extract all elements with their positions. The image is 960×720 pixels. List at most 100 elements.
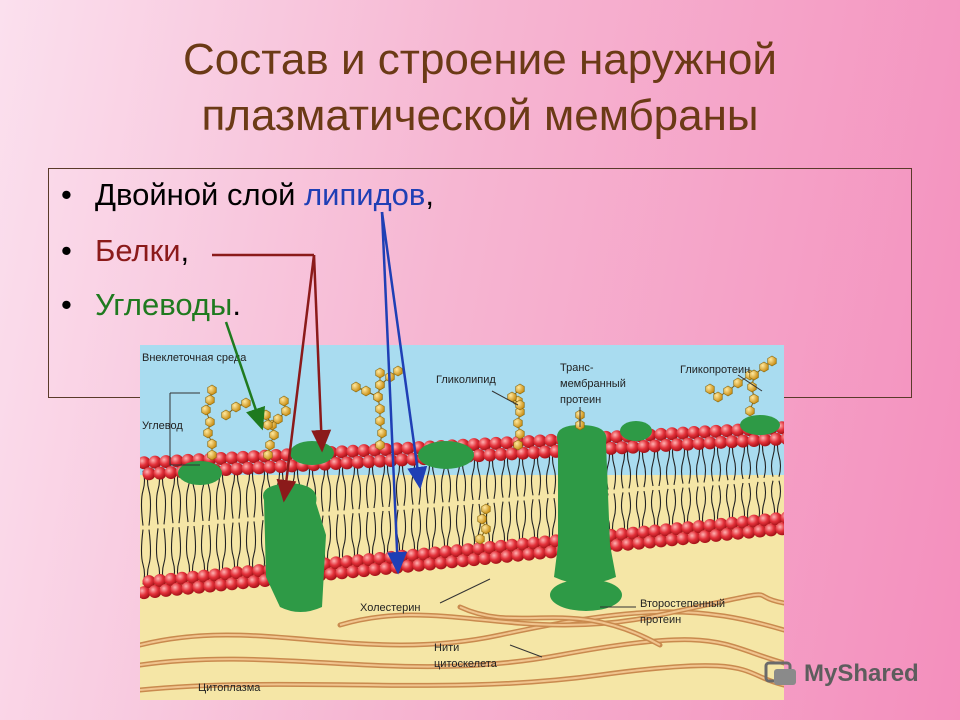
lipid-head: [676, 532, 690, 546]
lipid-head: [758, 433, 772, 447]
lipid-head: [439, 545, 453, 559]
lipid-head: [362, 455, 376, 469]
lipid-head: [709, 424, 723, 438]
lipid-head: [472, 449, 486, 463]
lipid-head: [632, 536, 646, 550]
lipid-head: [483, 448, 497, 462]
sugar-bead: [273, 413, 283, 425]
myshared-watermark: MyShared: [764, 654, 919, 694]
lipid-head: [148, 455, 162, 469]
lipid-head: [208, 568, 222, 582]
sugar-bead: [385, 371, 395, 383]
lipid-head: [175, 571, 189, 585]
filament-highlight: [140, 610, 784, 646]
lipid-head: [736, 515, 750, 529]
sugar-bead: [205, 394, 215, 406]
lipid-head: [362, 553, 376, 567]
lipid-head: [654, 534, 668, 548]
lipid-head: [445, 555, 459, 569]
sugar-bead: [515, 399, 525, 411]
sugar-bead: [221, 409, 231, 421]
lipid-head: [489, 550, 503, 564]
label-secondary-2: протеин: [640, 614, 681, 626]
label-carbohydrate: Углевод: [142, 420, 183, 432]
lipid-head: [140, 456, 151, 470]
lipid-head: [648, 524, 662, 538]
label-transmembrane-1: Транс-: [560, 362, 594, 374]
lipid-head: [764, 523, 778, 537]
lipid-head: [615, 441, 629, 455]
lipid-head: [214, 452, 228, 466]
bullet-lipids-word: липидов: [304, 177, 426, 212]
lipid-head: [626, 440, 640, 454]
bullet-carbohydrates-suffix: .: [232, 287, 241, 322]
lipid-head: [659, 438, 673, 452]
sugar-bead: [749, 369, 759, 381]
lipid-head: [230, 566, 244, 580]
lipid-head: [681, 521, 695, 535]
lipid-head: [670, 522, 684, 536]
sugar-bead: [203, 427, 213, 439]
sugar-bead: [513, 439, 523, 451]
sugar-bead: [759, 361, 769, 373]
lipid-head: [615, 527, 629, 541]
lipid-head: [522, 547, 536, 561]
lipid-head: [500, 549, 514, 563]
lipid-head: [731, 526, 745, 540]
lipid-head: [505, 447, 519, 461]
sugar-bead: [723, 385, 733, 397]
lipid-head: [225, 577, 239, 591]
lipid-head: [247, 575, 261, 589]
lipid-head: [725, 516, 739, 530]
sugar-bead: [375, 415, 385, 427]
lipid-head: [753, 524, 767, 538]
lipid-head: [511, 548, 525, 562]
label-glycoprotein: Гликопротеин: [680, 364, 750, 376]
lipid-head: [472, 542, 486, 556]
lipid-head: [709, 528, 723, 542]
lipid-head: [164, 466, 178, 480]
label-filaments-1: Нити: [434, 642, 459, 654]
bullet-dot: •: [61, 287, 72, 322]
lipid-head: [505, 538, 519, 552]
bullet-proteins-word: Белки: [95, 233, 181, 268]
lipid-head: [687, 531, 701, 545]
lipid-head: [186, 570, 200, 584]
lipid-head: [159, 583, 173, 597]
lipid-head: [604, 441, 618, 455]
sugar-bead: [263, 419, 273, 431]
lipid-head: [214, 578, 228, 592]
lipid-head: [494, 447, 508, 461]
lipid-head: [450, 544, 464, 558]
lipid-head: [357, 444, 371, 458]
sugar-bead: [375, 379, 385, 391]
lipid-head: [494, 539, 508, 553]
lipid-head: [456, 554, 470, 568]
lipid-head: [714, 517, 728, 531]
lipid-head: [775, 522, 784, 536]
lipid-head: [153, 574, 167, 587]
sugar-bead: [713, 391, 723, 403]
protein-blob-5: [178, 461, 222, 485]
lipid-head: [698, 425, 712, 439]
lipid-head: [241, 565, 255, 579]
lipid-head: [335, 445, 349, 459]
lipid-head: [676, 426, 690, 440]
sugar-bead: [269, 429, 279, 441]
diagram-labels: Внеклеточная среда Углевод Гликолипид Тр…: [142, 352, 750, 694]
lipid-head: [670, 438, 684, 452]
filament-highlight: [339, 593, 784, 626]
lipid-head: [461, 543, 475, 557]
sugar-bead: [231, 401, 241, 413]
label-secondary-1: Второстепенный: [640, 598, 725, 610]
bullet-box: •Двойной слой липидов, •Белки, •Углеводы…: [48, 168, 912, 398]
lipid-head: [758, 513, 772, 527]
sugar-bead: [745, 405, 755, 417]
sugar-bead: [515, 428, 525, 440]
sugar-bead: [263, 449, 273, 461]
lipid-head: [159, 455, 173, 469]
lipid-head: [269, 449, 283, 463]
lipid-head: [665, 533, 679, 547]
lipid-head: [665, 427, 679, 441]
sugar-bead: [375, 439, 385, 451]
